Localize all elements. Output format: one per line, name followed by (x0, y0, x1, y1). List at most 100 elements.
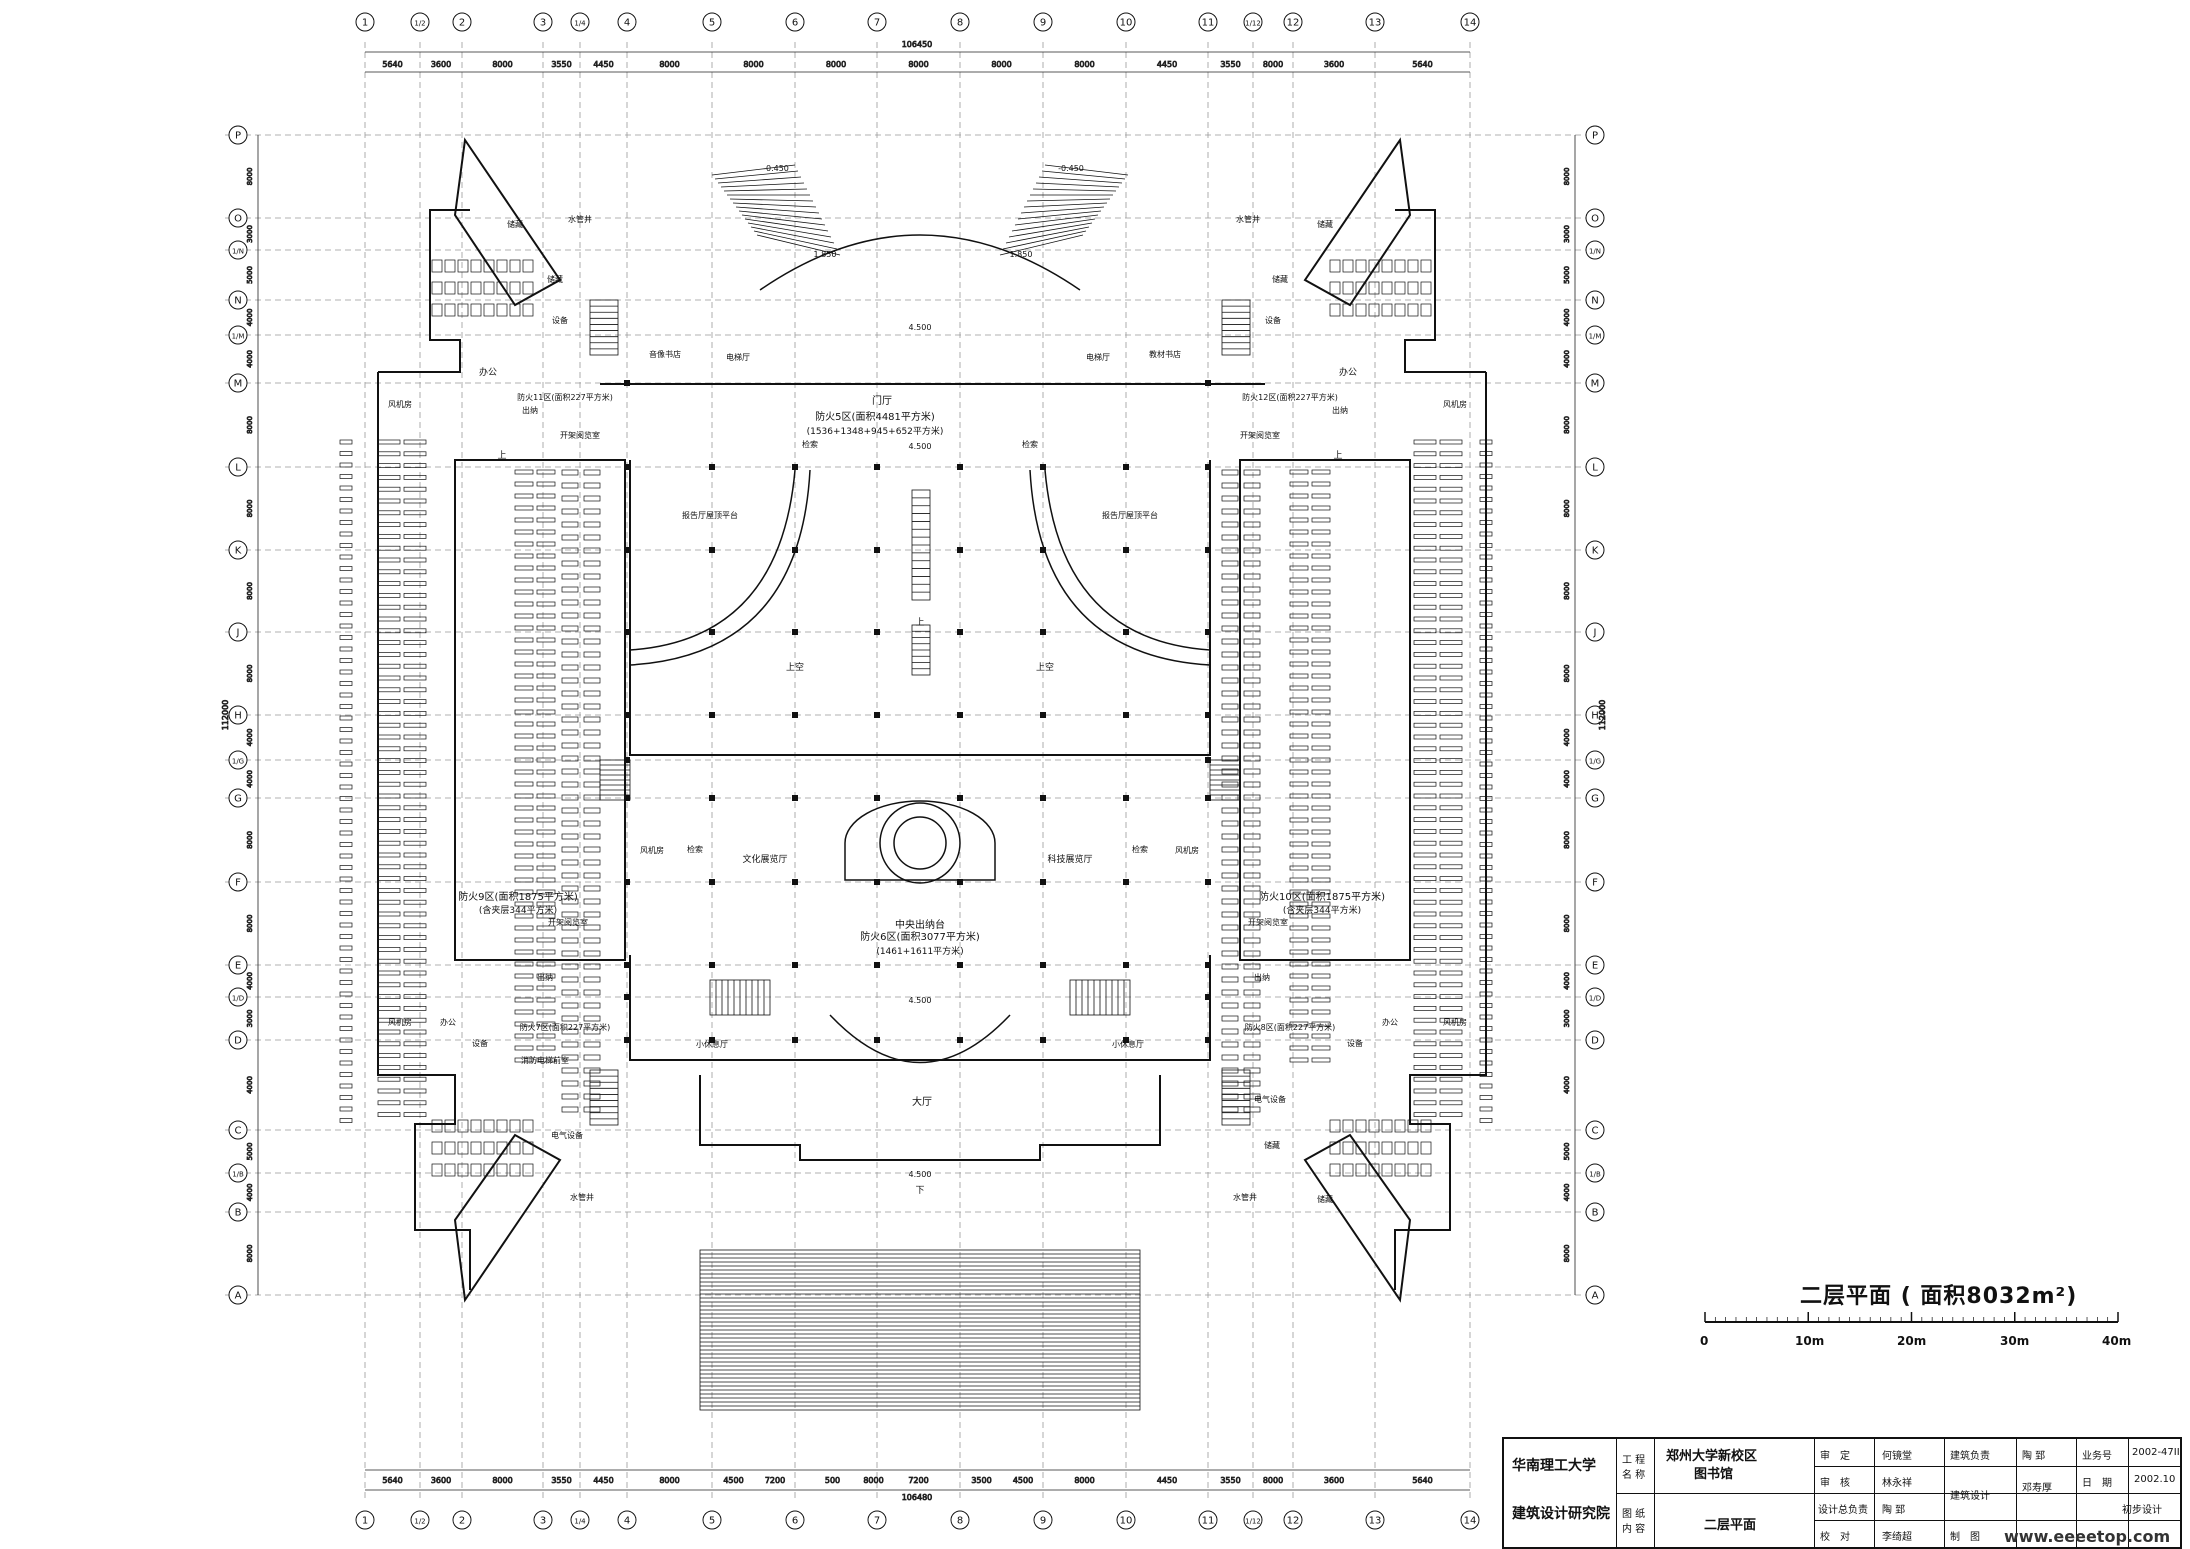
desk-east (1243, 950, 1261, 957)
shelf-west-a (403, 1006, 427, 1011)
shelf-west-edge (339, 980, 353, 985)
shelf-west-b (514, 721, 534, 727)
dim-left-3: 4000 (246, 309, 254, 327)
shelf-east-edge (1479, 957, 1493, 962)
shelf-east-a (1439, 604, 1463, 610)
shelf-east-b (1289, 541, 1309, 547)
shelf-west-a (377, 675, 401, 681)
dim-bottom-6: 4500 (723, 1476, 743, 1485)
shelf-west-edge (339, 1014, 353, 1020)
shelf-west-edge (339, 646, 353, 652)
grid-bubble-col-top-0: 1 (362, 18, 368, 29)
shelf-west-a (377, 899, 401, 905)
shelf-west-a (377, 1088, 401, 1094)
shelf-west-a (377, 522, 401, 527)
shelf-west-a (403, 911, 427, 917)
shelf-west-b (514, 817, 534, 823)
shelf-east-a (1439, 1029, 1463, 1035)
desk-west (561, 1106, 579, 1113)
shelf-east-a (1439, 923, 1463, 929)
shelf-west-a (403, 899, 427, 905)
dim-right-6: 8000 (1563, 500, 1571, 518)
amphi-step-right (1011, 218, 1096, 232)
shelf-east-b (1289, 877, 1309, 883)
name-arch-lead: 陶 郅 (2022, 1451, 2046, 1462)
shelf-west-edge (339, 1060, 353, 1066)
shelf-west-edge (339, 922, 353, 928)
shelf-west-edge (339, 554, 353, 560)
shelf-west-a (377, 781, 401, 787)
label-mendian: 门厅 (872, 394, 892, 407)
shelf-east-b (1311, 853, 1331, 859)
shelf-sw-stack (457, 1163, 469, 1177)
shelf-east-b (1289, 1021, 1309, 1027)
label-storage-se2: 储藏 (1317, 1194, 1333, 1204)
grid-bubble-col-bottom-3: 3 (540, 1516, 546, 1527)
shelf-west-a (403, 817, 427, 822)
shelf-east-a (1413, 840, 1437, 846)
column (1205, 464, 1211, 470)
desk-east (1221, 1067, 1239, 1074)
label-storage-se: 储藏 (1264, 1140, 1280, 1150)
desk-east (1221, 846, 1239, 853)
scale-label-10: 10m (1795, 1334, 1825, 1348)
shelf-west-a (403, 722, 427, 728)
shelf-east-b (1311, 589, 1331, 595)
shelf-west-b (536, 637, 556, 643)
name-chief: 陶 郅 (1882, 1505, 1906, 1516)
shelf-east-a (1413, 805, 1437, 811)
shelf-east-a (1413, 604, 1437, 610)
shelf-east-a (1413, 1112, 1437, 1117)
shelf-west-a (403, 1112, 427, 1117)
amphi-step-right (1032, 188, 1117, 192)
desk-west (583, 989, 601, 996)
shelf-nw-stack (457, 281, 469, 295)
shelf-east-b (1311, 805, 1331, 811)
column (874, 712, 880, 718)
shelf-east-a (1413, 852, 1437, 858)
desk-west (561, 1093, 579, 1100)
desk-west (561, 638, 579, 645)
shelf-east-edge (1479, 899, 1493, 905)
name-arch-design: 邓寿厚 (2022, 1483, 2052, 1494)
desk-east (1243, 846, 1261, 853)
shelf-ne-stack (1368, 281, 1380, 295)
grid-bubble-row-right-14-circle (1585, 987, 1605, 1007)
shelf-nw-stack (431, 259, 443, 273)
shelf-west-b (514, 793, 534, 799)
desk-west (561, 833, 579, 840)
shelf-east-a (1439, 510, 1463, 516)
job-no: 2002-47II (2132, 1447, 2180, 1458)
grid-bubble-col-top-10: 9 (1040, 18, 1046, 29)
grid-bubble-col-top-12: 11 (1202, 18, 1215, 29)
shelf-east-b (1289, 733, 1309, 739)
stair-nw (589, 299, 619, 356)
amphi-step-right (1014, 214, 1099, 226)
desk-east (1243, 1067, 1261, 1074)
shelf-west-a (377, 640, 401, 645)
column (792, 712, 798, 718)
shelf-east-a (1439, 805, 1463, 811)
shelf-west-a (403, 498, 427, 504)
shelf-east-a (1439, 1053, 1463, 1058)
desk-east (1221, 898, 1239, 905)
project-name-2: 图书馆 (1694, 1467, 1734, 1482)
date-value: 2002.10 (2134, 1474, 2176, 1485)
label-elev-4500-central: 4.500 (909, 996, 932, 1005)
shelf-ne-stack (1355, 281, 1367, 295)
desk-west (561, 703, 579, 710)
shelf-west-b (536, 961, 556, 967)
shelf-east-b (1289, 625, 1309, 631)
shelf-east-edge (1479, 934, 1493, 939)
shelf-east-edge (1479, 681, 1493, 686)
shelf-east-edge (1479, 658, 1493, 663)
grid-bubble-row-right-16-circle (1585, 1120, 1605, 1140)
shelf-west-a (377, 593, 401, 598)
grid-bubble-col-bottom-14-circle (1283, 1510, 1303, 1530)
shelf-west-a (403, 675, 427, 681)
column (1040, 962, 1046, 968)
project-label: 工 程 名 称 (1622, 1455, 1646, 1481)
grid-bubble-row-right-5-circle (1585, 373, 1605, 393)
shelf-west-edge (339, 957, 353, 962)
shelf-west-b (536, 817, 556, 823)
